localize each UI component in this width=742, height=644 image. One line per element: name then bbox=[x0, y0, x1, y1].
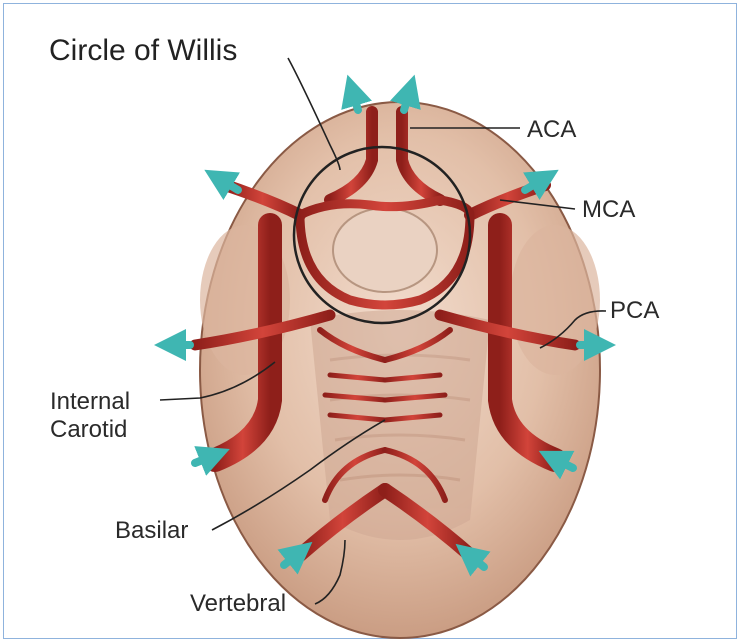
label-basilar: Basilar bbox=[115, 517, 188, 545]
pituitary-region bbox=[333, 208, 437, 292]
label-vertebral: Vertebral bbox=[190, 590, 286, 618]
label-internal-carotid: Internal Carotid bbox=[50, 388, 130, 444]
label-mca: MCA bbox=[582, 196, 635, 224]
label-internal-carotid-line2: Carotid bbox=[50, 416, 130, 444]
label-internal-carotid-line1: Internal bbox=[50, 388, 130, 416]
label-aca: ACA bbox=[527, 116, 576, 144]
right-temporal-lobe bbox=[510, 225, 600, 375]
diagram-title: Circle of Willis bbox=[49, 34, 237, 68]
label-pca: PCA bbox=[610, 297, 659, 325]
